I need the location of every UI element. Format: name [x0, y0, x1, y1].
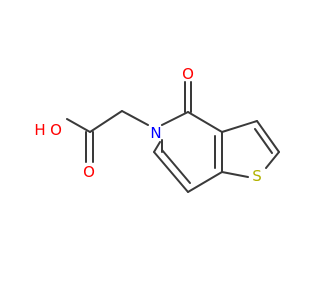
ring-nitrogen-label: N [150, 124, 161, 142]
bond-n-c6-upper [153, 141, 161, 153]
structure-diagram: O N S O O H [34, 65, 280, 193]
bond-c6-c7 [153, 151, 189, 193]
carbonyl-oxygen-label: O [182, 65, 194, 83]
bond-c3-c2 [256, 120, 280, 153]
bond-c3a-c4 [187, 111, 223, 133]
bond-c7-c7a [187, 171, 223, 193]
hydroxyl-hydrogen-label: H [34, 121, 45, 139]
bond-c6-c7-double [161, 149, 191, 184]
bond-c2-s [265, 151, 280, 169]
bond-cooh-oh [66, 118, 91, 133]
bond-c3a-c3 [221, 120, 258, 133]
thiophene-sulfur-label: S [252, 167, 262, 185]
bond-ch2-cooh [89, 110, 123, 133]
bond-s-c7a [221, 171, 249, 178]
bond-c4-n [161, 111, 189, 126]
bond-n-ch2 [121, 110, 149, 126]
structure-canvas: O N S O O H [34, 65, 280, 193]
hydroxyl-oxygen-label: O [50, 121, 62, 139]
acid-carbonyl-oxygen-label: O [83, 163, 95, 181]
bond-c3-c2-double [254, 128, 273, 154]
